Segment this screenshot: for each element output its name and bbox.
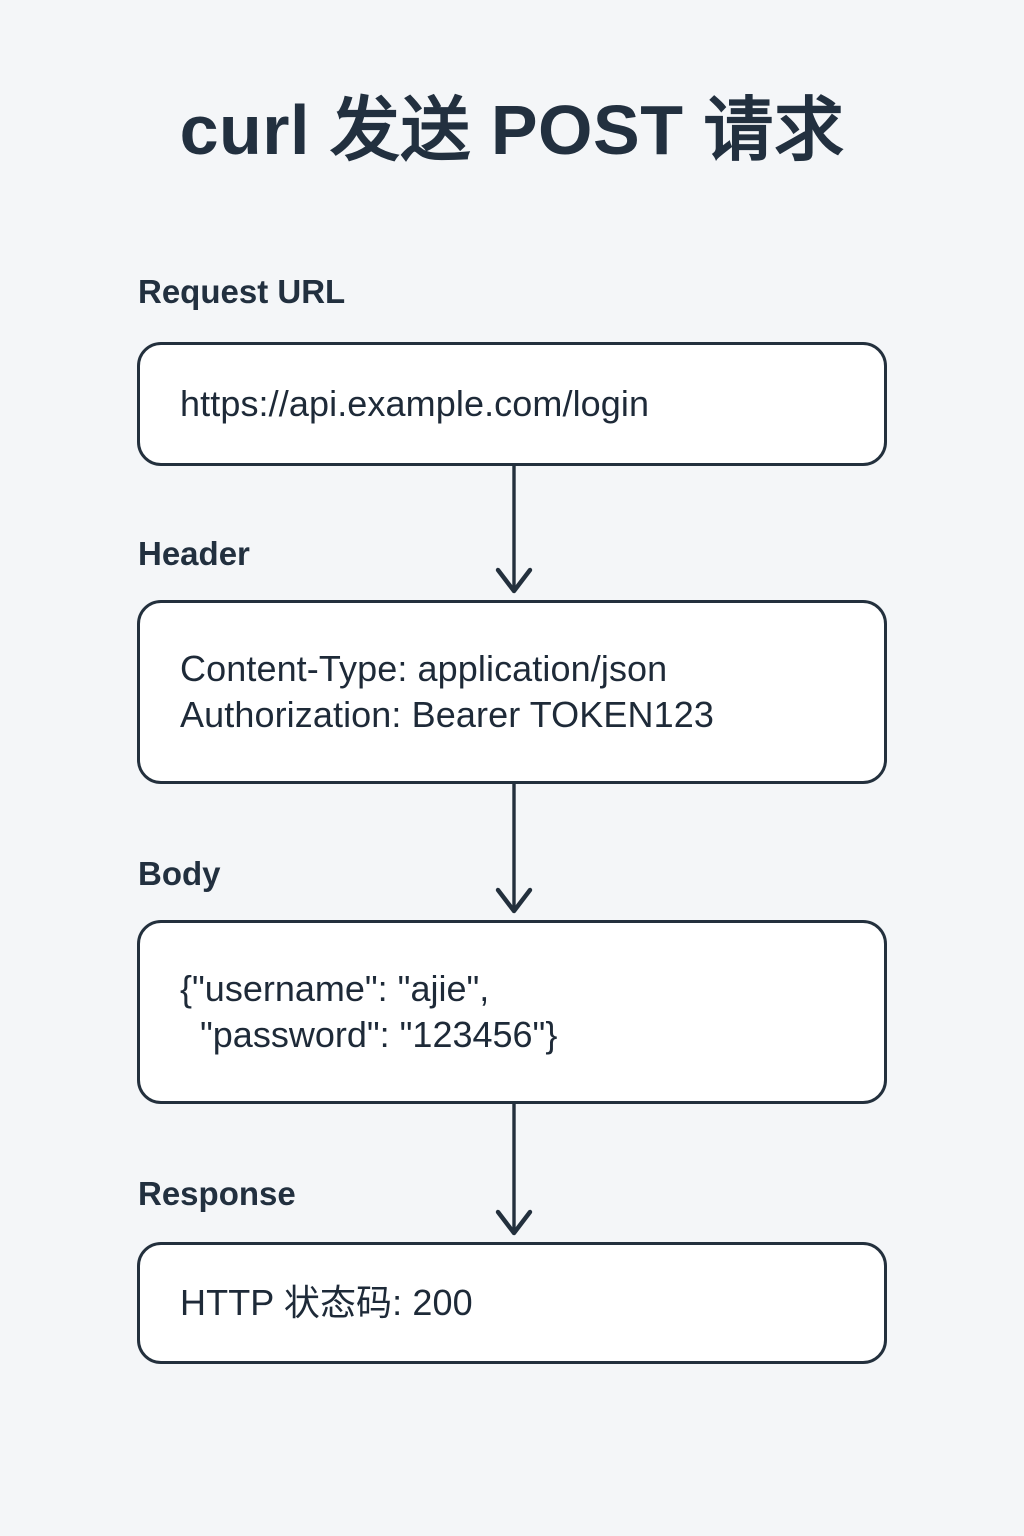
page-title: curl 发送 POST 请求	[179, 91, 845, 169]
header-content-type-line: Content-Type: application/json	[180, 647, 668, 689]
request-url-value: https://api.example.com/login	[180, 382, 650, 424]
section-label-request-url: Request URL	[138, 273, 346, 310]
arrow-body-to-response	[495, 1104, 533, 1240]
arrow-down-icon	[495, 466, 533, 594]
arrow-down-icon	[495, 784, 533, 914]
header-authorization-line: Authorization: Bearer TOKEN123	[180, 694, 714, 735]
section-label-response: Response	[138, 1175, 296, 1212]
request-url-box: https://api.example.com/login	[137, 342, 887, 466]
body-box: {"username": "ajie", "password": "123456…	[137, 920, 887, 1104]
arrow-down-icon	[495, 1104, 533, 1236]
body-json-line-2: "password": "123456"}	[180, 1014, 558, 1055]
section-label-header: Header	[138, 535, 250, 572]
body-json-line-1: {"username": "ajie",	[180, 967, 490, 1009]
header-box: Content-Type: application/json Authoriza…	[137, 600, 887, 784]
response-status-line: HTTP 状态码: 200	[180, 1281, 473, 1323]
response-box: HTTP 状态码: 200	[137, 1242, 887, 1364]
arrow-url-to-header	[495, 466, 533, 598]
section-label-body: Body	[138, 855, 221, 892]
arrow-header-to-body	[495, 784, 533, 918]
